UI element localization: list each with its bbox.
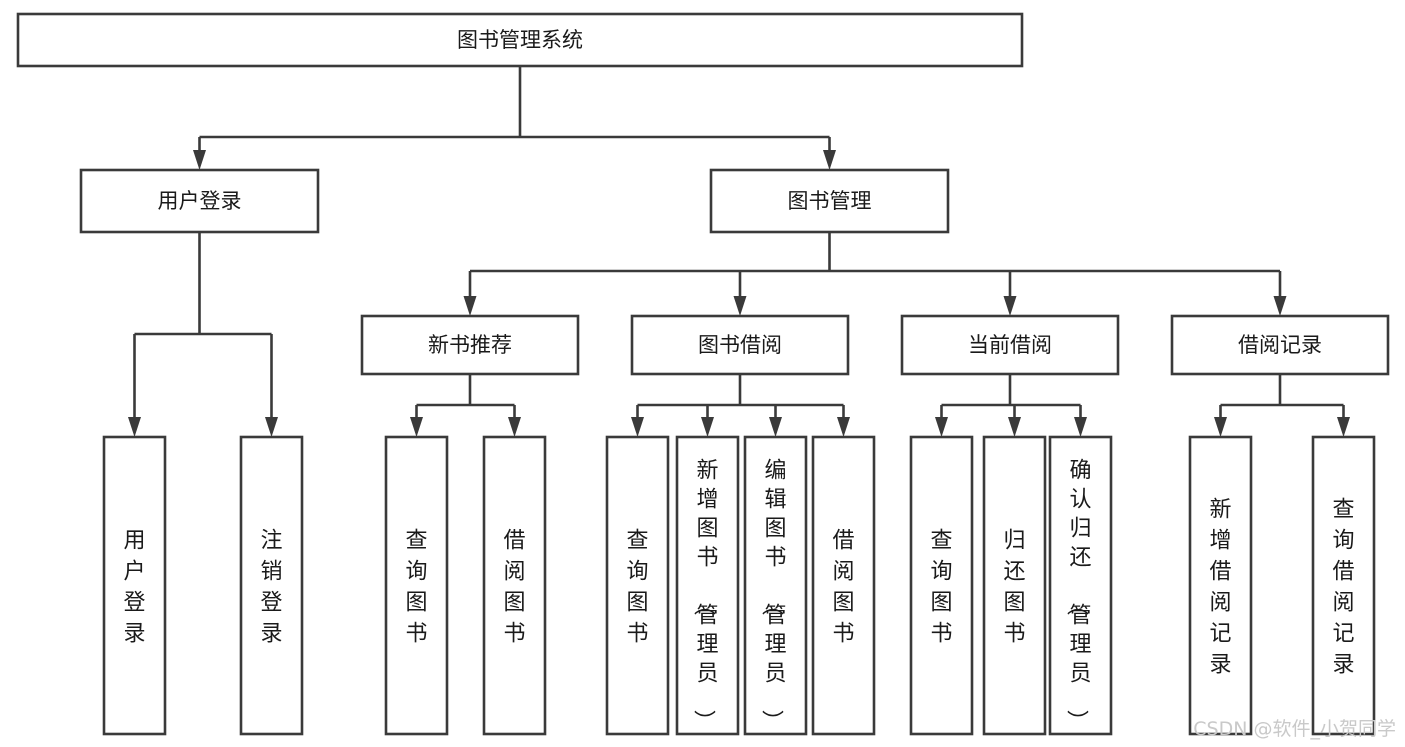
node-label: 新增借阅记录 (1209, 498, 1231, 678)
arrow-head-icon (631, 417, 644, 437)
node-borrow-record[interactable]: 借阅记录 (1170, 314, 1390, 376)
connector-group-user-login (128, 232, 278, 437)
node-leaf-borrow-do[interactable]: 借阅图书 (811, 435, 876, 736)
arrow-head-icon (823, 150, 836, 170)
node-label: 编辑图书（管理员） (758, 459, 786, 732)
node-leaf-user-logout[interactable]: 注销登录 (239, 435, 304, 736)
node-label: 新增图书（管理员） (690, 459, 718, 732)
node-label: 注销登录 (260, 529, 282, 647)
node-leaf-cur-confirm[interactable]: 确认归还（管理员） (1048, 435, 1113, 736)
arrow-head-icon (1074, 417, 1087, 437)
node-box (1048, 435, 1113, 736)
node-box (1311, 435, 1376, 736)
node-label: 用户登录 (158, 189, 242, 213)
connector-group-root (193, 66, 836, 170)
node-box (79, 168, 320, 234)
node-leaf-rec-query2[interactable]: 查询借阅记录 (1311, 435, 1376, 736)
node-leaf-rec-add[interactable]: 新增借阅记录 (1188, 435, 1253, 736)
node-label: 借阅图书 (503, 529, 525, 647)
node-label: 借阅图书 (832, 529, 854, 647)
node-label: 查询借阅记录 (1332, 498, 1354, 678)
connector-layer (128, 66, 1350, 437)
node-leaf-cur-query[interactable]: 查询图书 (909, 435, 974, 736)
node-current-borrow[interactable]: 当前借阅 (900, 314, 1120, 376)
arrow-head-icon (265, 417, 278, 437)
arrow-head-icon (508, 417, 521, 437)
node-label: 图书管理系统 (457, 28, 583, 52)
connector-group-book-borrow (631, 374, 850, 437)
node-leaf-rec-borrow[interactable]: 借阅图书 (482, 435, 547, 736)
arrow-head-icon (837, 417, 850, 437)
node-box (384, 435, 449, 736)
node-label: 确认归还（管理员） (1063, 459, 1091, 732)
arrow-head-icon (1214, 417, 1227, 437)
node-box (982, 435, 1047, 736)
node-label: 查询图书 (626, 529, 648, 647)
node-book-manage[interactable]: 图书管理 (709, 168, 950, 234)
node-box (743, 435, 808, 736)
node-new-book-rec[interactable]: 新书推荐 (360, 314, 580, 376)
arrow-head-icon (1003, 296, 1017, 316)
node-box (675, 435, 740, 736)
node-box (16, 12, 1024, 68)
arrow-head-icon (410, 417, 423, 437)
connector-group-book-manage (463, 232, 1287, 316)
node-label: 当前借阅 (968, 333, 1052, 357)
arrow-head-icon (701, 417, 714, 437)
connector-group-current-borrow (935, 374, 1087, 437)
node-leaf-borrow-edit[interactable]: 编辑图书（管理员） (743, 435, 808, 736)
node-box (630, 314, 850, 376)
arrow-head-icon (935, 417, 948, 437)
arrow-head-icon (1273, 296, 1287, 316)
node-label: 借阅记录 (1238, 333, 1322, 357)
node-leaf-user-login[interactable]: 用户登录 (102, 435, 167, 736)
node-box (102, 435, 167, 736)
node-box (811, 435, 876, 736)
node-box (605, 435, 670, 736)
node-box (709, 168, 950, 234)
node-box (360, 314, 580, 376)
arrow-head-icon (1008, 417, 1021, 437)
node-box (909, 435, 974, 736)
arrow-head-icon (193, 150, 206, 170)
arrow-head-icon (769, 417, 782, 437)
arrow-head-icon (733, 296, 747, 316)
node-label: 查询图书 (405, 529, 427, 647)
connector-group-new-book-rec (410, 374, 521, 437)
node-box (482, 435, 547, 736)
node-label: 图书借阅 (698, 333, 782, 357)
node-user-login[interactable]: 用户登录 (79, 168, 320, 234)
node-label: 查询图书 (930, 529, 952, 647)
arrow-head-icon (1337, 417, 1350, 437)
arrow-head-icon (463, 296, 477, 316)
arrow-head-icon (128, 417, 141, 437)
node-leaf-borrow-add[interactable]: 新增图书（管理员） (675, 435, 740, 736)
node-layer: 图书管理系统用户登录图书管理新书推荐图书借阅当前借阅借阅记录用户登录注销登录查询… (16, 12, 1390, 736)
node-box (239, 435, 304, 736)
node-box (1170, 314, 1390, 376)
watermark-label: CSDN @软件_小贺同学 (1193, 718, 1396, 740)
node-box (1188, 435, 1253, 736)
node-box (900, 314, 1120, 376)
node-leaf-rec-query[interactable]: 查询图书 (384, 435, 449, 736)
node-leaf-cur-return[interactable]: 归还图书 (982, 435, 1047, 736)
node-leaf-borrow-query[interactable]: 查询图书 (605, 435, 670, 736)
connector-group-borrow-record (1214, 374, 1350, 437)
node-label: 用户登录 (123, 529, 145, 647)
node-label: 归还图书 (1003, 529, 1025, 647)
node-book-borrow[interactable]: 图书借阅 (630, 314, 850, 376)
node-label: 图书管理 (788, 189, 872, 213)
node-label: 新书推荐 (428, 333, 512, 357)
node-root[interactable]: 图书管理系统 (16, 12, 1024, 68)
